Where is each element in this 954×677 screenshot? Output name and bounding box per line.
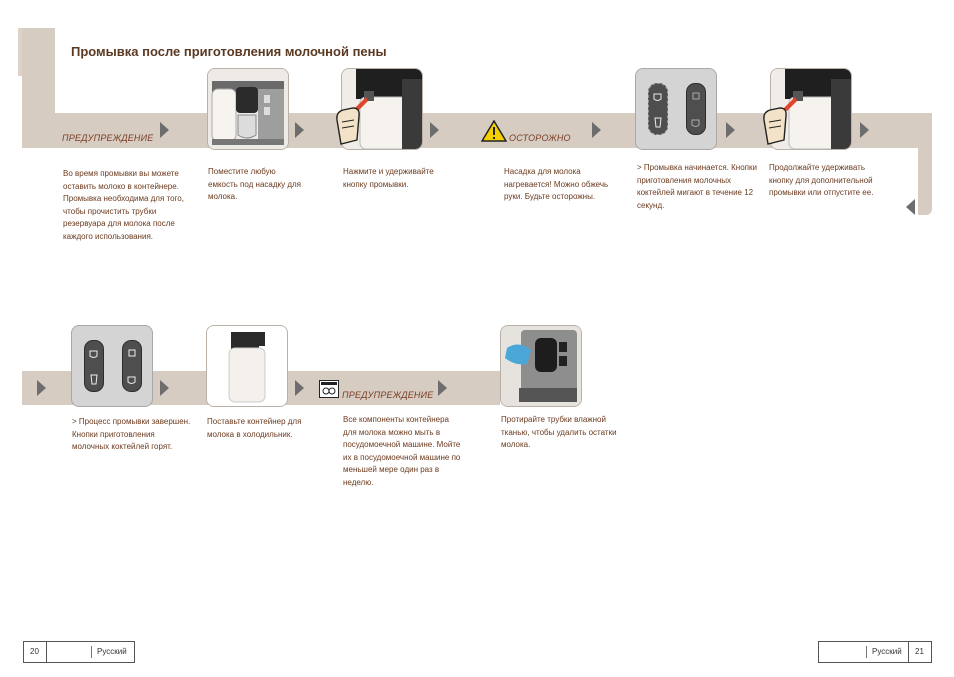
arrow-right (860, 122, 869, 138)
arrow-right (592, 122, 601, 138)
buttons-panel-blinking (635, 68, 717, 150)
warning-label: ПРЕДУПРЕЖДЕНИЕ (62, 133, 154, 143)
caution-text: Насадка для молока нагревается! Можно об… (504, 167, 609, 202)
warning-text: Во время промывки вы можете оставить мол… (63, 169, 184, 241)
press-hold-button-image (770, 68, 852, 150)
page-number: 20 (30, 647, 39, 656)
milk-button (84, 340, 104, 392)
cappuccino-icon (89, 350, 98, 358)
warning-text: Все компоненты контейнера для молока мож… (343, 415, 461, 487)
arrow-right (295, 122, 304, 138)
machine-with-cup-image (207, 68, 289, 150)
step-text: > Процесс промывки завершен. Кнопки приг… (72, 417, 191, 452)
buttons-panel-lit (71, 325, 153, 407)
warning-label: ПРЕДУПРЕЖДЕНИЕ (342, 390, 434, 400)
latte-button (122, 340, 142, 392)
footer-right: Русский 21 (818, 641, 932, 663)
milk-cup-icon (90, 374, 98, 385)
arrow-right (438, 380, 447, 396)
milk-container-image (206, 325, 288, 407)
arrow-right (160, 380, 169, 396)
arrow-right (160, 122, 169, 138)
language-label: Русский (97, 647, 127, 656)
step-text: Продолжайте удерживать кнопку для дополн… (769, 163, 874, 198)
step-text: Поставьте контейнер для молока в холодил… (207, 417, 302, 439)
arrow-right (37, 380, 46, 396)
step-text: Поместите любую емкость под насадку для … (208, 167, 302, 202)
page-number: 21 (915, 647, 924, 656)
latte-icon (692, 92, 700, 100)
wipe-nozzle-image (500, 325, 582, 407)
cappuccino-icon (127, 376, 136, 384)
milk-button (648, 83, 668, 135)
step-text: Нажмите и удерживайте кнопку промывки. (343, 167, 434, 189)
arrow-right (295, 380, 304, 396)
dishwasher-icon (319, 380, 339, 398)
hand-pointer-icon (336, 107, 360, 145)
arrow-right (726, 122, 735, 138)
step-text: Протирайте трубки влажной тканью, чтобы … (501, 415, 617, 450)
latte-button (686, 83, 706, 135)
cappuccino-icon (653, 93, 662, 101)
arrow-right (430, 122, 439, 138)
cappuccino-icon (691, 119, 700, 127)
warning-triangle-icon (481, 120, 507, 142)
caution-label: ОСТОРОЖНО (509, 133, 571, 143)
latte-icon (128, 349, 136, 357)
hand-pointer-icon (763, 107, 787, 145)
milk-cup-icon (654, 117, 662, 128)
language-label: Русский (872, 647, 902, 656)
band-right-vertical (918, 113, 932, 215)
step-text: > Промывка начинается. Кнопки приготовле… (637, 163, 757, 210)
section-title: Промывка после приготовления молочной пе… (71, 44, 387, 59)
arrow-left (906, 199, 915, 215)
footer-left: 20 Русский (23, 641, 135, 663)
